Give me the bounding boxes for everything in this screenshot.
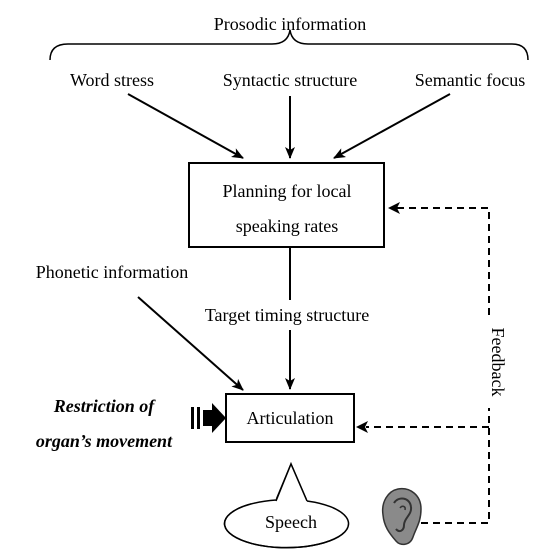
feedback-loop-line [395, 207, 490, 524]
curly-brace [49, 29, 529, 61]
feedback-label: Feedback [488, 328, 508, 397]
arrow-semantic-focus [333, 93, 451, 159]
feedback-arrowhead-top [388, 202, 400, 214]
articulation-label: Articulation [247, 408, 334, 428]
speech-bubble-fill [229, 498, 351, 544]
ear-icon [381, 487, 422, 546]
speech-label: Speech [265, 512, 317, 532]
block-arrow-icon [191, 403, 226, 433]
planning-box [188, 162, 385, 248]
arrow-word-stress [127, 93, 244, 159]
phonetic-information-label: Phonetic information [36, 262, 188, 282]
prosodic-information-title: Prosodic information [214, 14, 366, 34]
feedback-arrowhead-articulation [356, 421, 368, 433]
feedback-label-bg [480, 316, 500, 408]
target-timing-label: Target timing structure [205, 305, 369, 325]
speech-bubble-tail [275, 462, 308, 502]
planning-box-line1: Planning for local [223, 181, 352, 201]
speech-bubble-outline [223, 499, 350, 549]
word-stress-label: Word stress [70, 70, 154, 90]
restriction-line2: organ’s movement [36, 431, 173, 451]
arrow-phonetic-information [137, 296, 244, 391]
syntactic-structure-label: Syntactic structure [223, 70, 357, 90]
planning-box-line2: speaking rates [236, 216, 338, 236]
restriction-line1: Restriction of [53, 396, 157, 416]
semantic-focus-label: Semantic focus [415, 70, 525, 90]
